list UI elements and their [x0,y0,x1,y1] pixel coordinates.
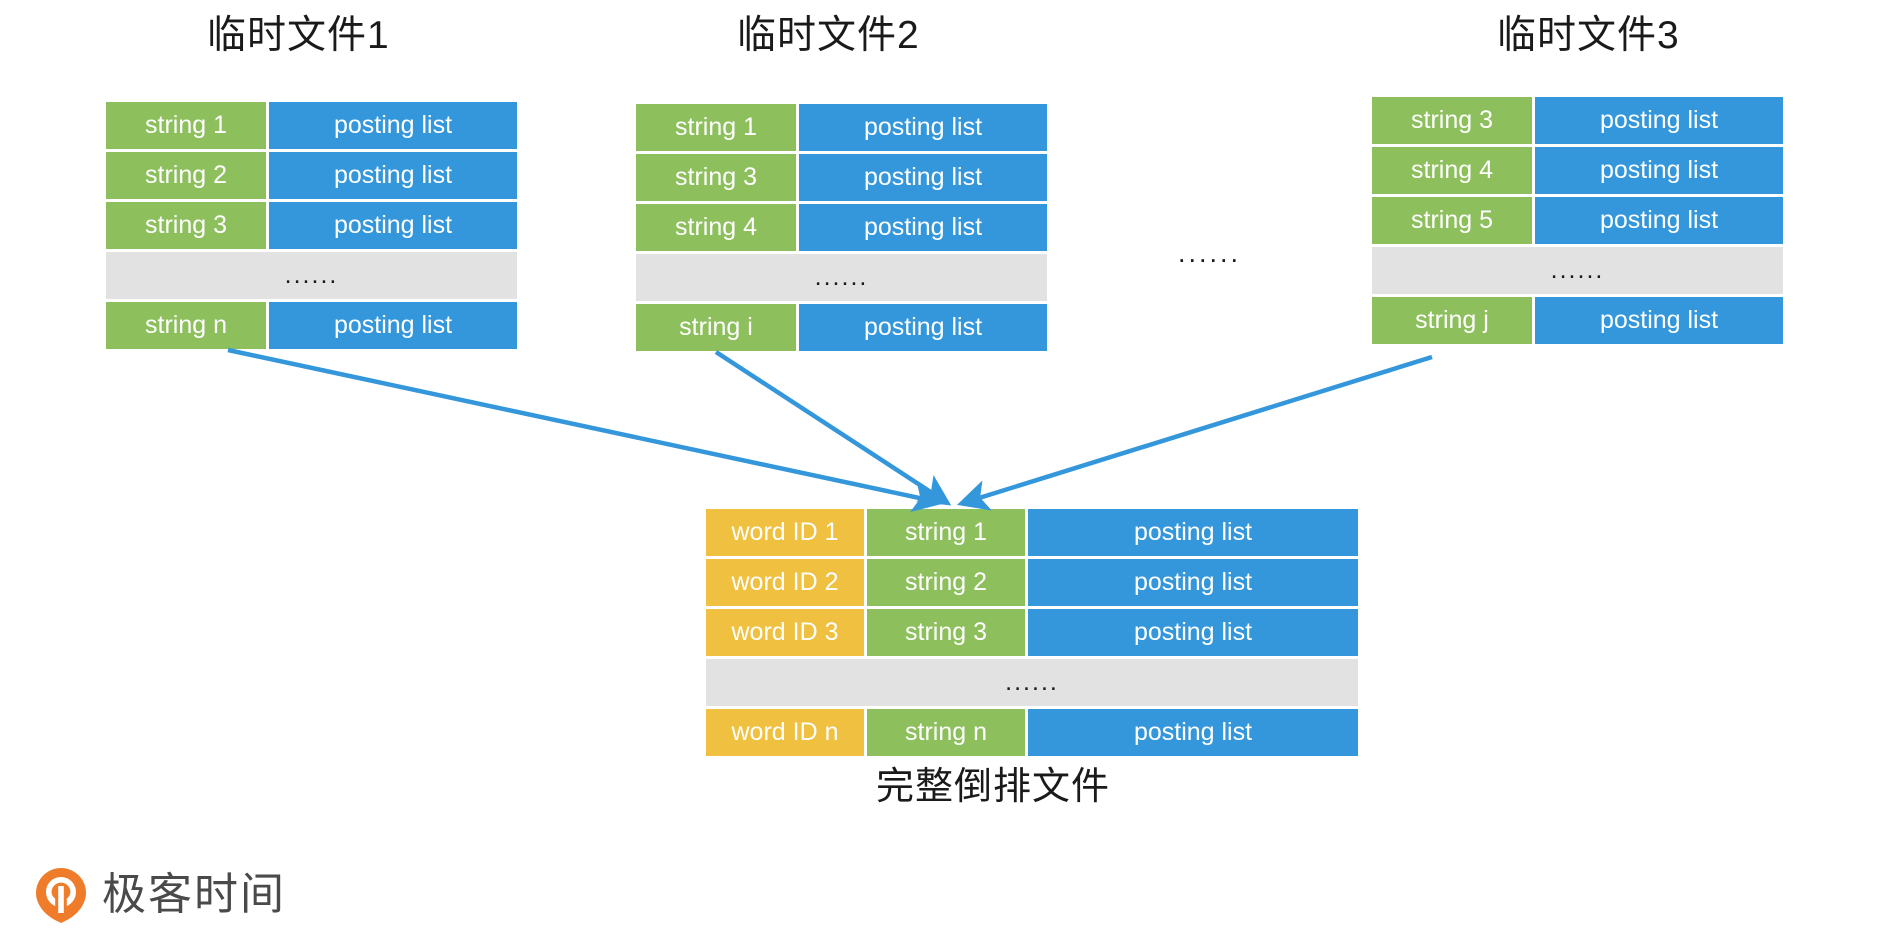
string-cell: string 3 [636,154,796,201]
string-cell: string n [106,302,266,349]
table-row[interactable]: string 3 posting list [636,154,1047,201]
merged-file-caption: 完整倒排文件 [876,766,1111,808]
posting-list-cell: posting list [1535,147,1783,194]
posting-list-cell: posting list [1028,609,1358,656]
posting-list-cell: posting list [269,202,517,249]
table-row[interactable]: string 4 posting list [1372,147,1783,194]
table-row[interactable]: string 5 posting list [1372,197,1783,244]
arrow-temp3-to-merged [956,354,1433,511]
posting-list-cell: posting list [1028,559,1358,606]
table-row[interactable]: string 4 posting list [636,204,1047,251]
word-id-cell: word ID 3 [706,609,864,656]
table-row[interactable]: string j posting list [1372,297,1783,344]
word-id-cell: word ID n [706,709,864,756]
merged-inverted-file-table: word ID 1 string 1 posting list word ID … [706,509,1358,756]
string-cell: string 5 [1372,197,1532,244]
table-row[interactable]: string 2 posting list [106,152,517,199]
string-cell: string 3 [1372,97,1532,144]
logo-text: 极客时间 [102,870,286,919]
string-cell: string 2 [106,152,266,199]
ellipsis-cell: ...... [1372,247,1783,294]
posting-list-cell: posting list [799,304,1047,351]
ellipsis-cell: ...... [106,252,517,299]
posting-list-cell: posting list [269,152,517,199]
string-cell: string 4 [1372,147,1532,194]
arrow-temp2-to-merged [714,350,952,506]
posting-list-cell: posting list [1535,197,1783,244]
table-row-ellipsis: ...... [106,252,517,299]
string-cell: string 2 [867,559,1025,606]
posting-list-cell: posting list [269,102,517,149]
table-row[interactable]: string 3 posting list [106,202,517,249]
geektime-pin-icon [36,868,86,923]
posting-list-cell: posting list [1535,97,1783,144]
table-row[interactable]: word ID 1 string 1 posting list [706,509,1358,556]
table-row[interactable]: string 1 posting list [106,102,517,149]
table-row[interactable]: word ID 2 string 2 posting list [706,559,1358,606]
arrow-temp1-to-merged [227,347,945,513]
posting-list-cell: posting list [1028,709,1358,756]
posting-list-cell: posting list [799,204,1047,251]
posting-list-cell: posting list [1028,509,1358,556]
word-id-cell: word ID 1 [706,509,864,556]
word-id-cell: word ID 2 [706,559,864,606]
temp-file-3-title: 临时文件3 [1497,14,1680,57]
table-row-ellipsis: ...... [636,254,1047,301]
between-files-ellipsis: ...... [1178,238,1242,268]
string-cell: string j [1372,297,1532,344]
table-row[interactable]: string n posting list [106,302,517,349]
ellipsis-cell: ...... [706,659,1358,706]
string-cell: string 4 [636,204,796,251]
temp-file-1-title: 临时文件1 [207,14,390,57]
table-row-ellipsis: ...... [706,659,1358,706]
geektime-logo: 极客时间 [34,866,286,924]
string-cell: string n [867,709,1025,756]
table-row[interactable]: word ID n string n posting list [706,709,1358,756]
temp-file-2-table: string 1 posting list string 3 posting l… [636,104,1047,351]
table-row[interactable]: string i posting list [636,304,1047,351]
string-cell: string 1 [106,102,266,149]
table-row[interactable]: string 1 posting list [636,104,1047,151]
ellipsis-cell: ...... [636,254,1047,301]
table-row[interactable]: word ID 3 string 3 posting list [706,609,1358,656]
string-cell: string 1 [867,509,1025,556]
table-row-ellipsis: ...... [1372,247,1783,294]
temp-file-2-title: 临时文件2 [737,14,920,57]
string-cell: string i [636,304,796,351]
posting-list-cell: posting list [799,154,1047,201]
temp-file-3-table: string 3 posting list string 4 posting l… [1372,97,1783,344]
table-row[interactable]: string 3 posting list [1372,97,1783,144]
posting-list-cell: posting list [1535,297,1783,344]
posting-list-cell: posting list [269,302,517,349]
string-cell: string 1 [636,104,796,151]
string-cell: string 3 [867,609,1025,656]
temp-file-1-table: string 1 posting list string 2 posting l… [106,102,517,349]
string-cell: string 3 [106,202,266,249]
posting-list-cell: posting list [799,104,1047,151]
